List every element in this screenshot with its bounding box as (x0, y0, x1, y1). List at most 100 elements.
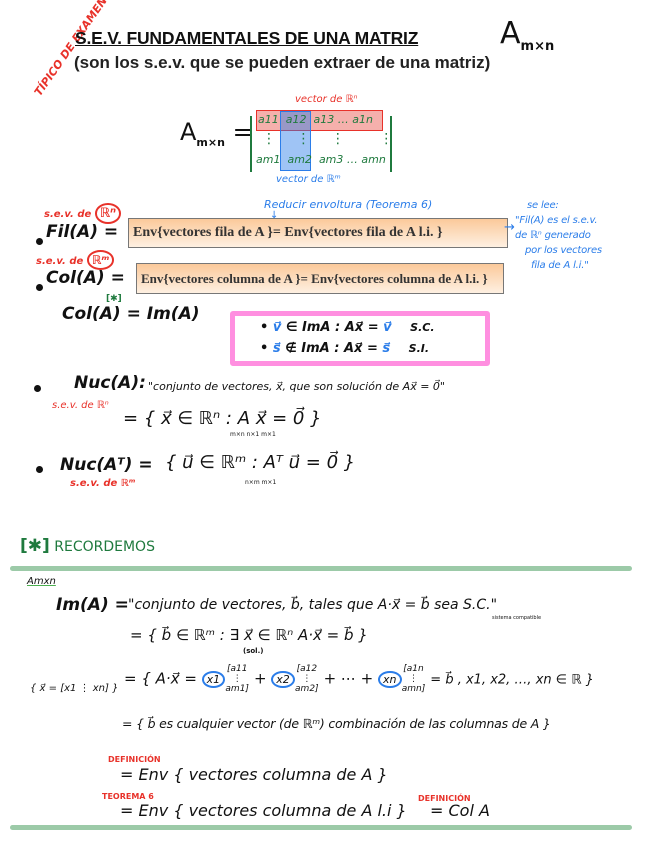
page-subtitle: (son los s.e.v. que se pueden extraer de… (74, 53, 491, 72)
dots: ⋮ (379, 131, 394, 147)
bullet (34, 385, 41, 392)
in-image-line: • v⃗ ∈ ImA : Ax⃗ = v⃗ S.C. (260, 320, 435, 335)
im-line-6: = Env { vectores columna de A l.i } (120, 801, 407, 820)
divider-bottom (10, 825, 632, 830)
coef-x2: x2 (271, 670, 295, 688)
col-sev-text: s.e.v. de (36, 256, 84, 267)
nuc-set: = { x⃗ ∈ ℝⁿ : A x⃗ = 0⃗ } (123, 408, 322, 429)
entry-a13-a1n: a13 … a1n (313, 113, 373, 126)
row-highlight (256, 110, 383, 131)
entry-a12: a12 (285, 113, 307, 126)
fil-definition-box: Env{vectores fila de A }= Env{vectores f… (128, 218, 508, 248)
coef-x1: x1 (201, 670, 226, 688)
dots: ⋮ (262, 131, 276, 147)
matrix-lhs: Am×n = (180, 118, 253, 149)
matrix-row-1: a11 a12 a13 … a1n (258, 113, 373, 126)
col-equals-im: Col(A) = Im(A) (62, 304, 200, 324)
matrix-brackets (250, 116, 392, 172)
fil-space-circled: ℝⁿ (94, 203, 122, 224)
solvability-box (230, 311, 490, 366)
vector-v: v⃗ (272, 320, 282, 335)
im-line-3: = { A·x⃗ = x1[a11 ⋮ am1] + x2[a12 ⋮ am2]… (124, 664, 594, 694)
reading-line: "Fil(A) es el s.e.v. (515, 215, 598, 226)
im-lhs: Im(A) = (56, 595, 129, 615)
recordemos-label: RECORDEMOS (54, 539, 155, 555)
column-1: [a11 ⋮ am1] (225, 664, 249, 694)
divider-top (10, 566, 632, 571)
matrix-row-m: am1 am2 am3 … amn (256, 153, 386, 166)
col-definition-box: Env{vectores columna de A }= Env{vectore… (136, 263, 504, 294)
col-sev-label: s.e.v. de ℝᵐ (36, 250, 115, 270)
column-vector-label: vector de ℝᵐ (276, 174, 341, 185)
fil-sev-text: s.e.v. de (44, 209, 92, 220)
page-title: S.E.V. FUNDAMENTALES DE UNA MATRIZ (75, 28, 419, 48)
matrix-lhs-letter: A (180, 118, 197, 146)
reading-line: de ℝⁿ generado (515, 230, 591, 241)
vector-s: s⃗ (272, 341, 281, 356)
nuc-dimension-subs: m×n n×1 m×1 (230, 431, 276, 438)
sol-note: (sol.) (243, 647, 264, 655)
nuc-sev-label: s.e.v. de ℝⁿ (52, 400, 109, 411)
im-line-2: = { b⃗ ∈ ℝᵐ : ∃ x⃗ ∈ ℝⁿ A·x⃗ = b⃗ } (130, 626, 368, 644)
amxn-note: Amxn (27, 576, 56, 587)
reduce-note: Reducir envoltura (Teorema 6) (264, 198, 433, 211)
entry-a11: a11 (258, 113, 279, 126)
column-2: [a12 ⋮ am2] (295, 664, 319, 694)
not-in-image-text: ∉ ImA : Ax⃗ = (280, 341, 383, 356)
theorem-label: TEOREMA 6 (102, 792, 154, 801)
vector-v: v⃗ (383, 320, 392, 335)
nuct-set: { u⃗ ∈ ℝᵐ : Aᵀ u⃗ = 0⃗ } (165, 452, 356, 473)
nuc-description: "conjunto de vectores, x⃗, que son soluc… (148, 380, 445, 393)
im-description: "conjunto de vectores, b⃗, tales que A·x… (128, 597, 498, 613)
nuc-lhs: Nuc(A): (74, 373, 146, 393)
star-reference: [✱] (106, 294, 122, 304)
col-lhs: Col(A) = (46, 268, 125, 288)
definition-label: DEFINICIÓN (108, 755, 161, 764)
dots: ⋮ (330, 131, 345, 147)
entry-am3-amn: am3 … amn (318, 153, 386, 166)
column-highlight (280, 111, 311, 171)
dots: ⋮ (296, 131, 311, 147)
reading-arrow-icon: → (504, 220, 515, 235)
reading-line: por los vectores (525, 245, 602, 256)
bullet (36, 238, 43, 245)
nuct-dimension-subs: n×m m×1 (245, 479, 277, 486)
row-vector-label: vector de ℝⁿ (295, 94, 358, 105)
coef-xn: xn (378, 670, 402, 688)
reading-line: fila de A l.i." (531, 260, 589, 271)
title-matrix-letter: A (500, 16, 521, 51)
column-n: [a1n ⋮ amn] (401, 664, 426, 694)
x-definition: { x⃗ = [x1 ⋮ xn] } (30, 683, 119, 694)
vector-s: s⃗ (382, 341, 391, 356)
bullet (36, 466, 43, 473)
status-si: S.I. (408, 342, 430, 355)
definition-label-2: DEFINICIÓN (418, 794, 471, 803)
im-line-5: = Env { vectores columna de A } (120, 765, 388, 784)
title-matrix-sub: m×n (520, 39, 555, 54)
sc-note: sistema compatible (492, 615, 542, 621)
matrix-dots: ⋮ ⋮ ⋮ ⋮ (262, 131, 393, 147)
entry-am1: am1 (256, 153, 281, 166)
reduce-arrow-icon: ↓ (270, 210, 279, 221)
nuct-lhs: Nuc(Aᵀ) = (60, 455, 153, 475)
entry-am2: am2 (287, 153, 312, 166)
im-line-6-end: = Col A (430, 801, 490, 820)
ax-equals: = { A·x⃗ = (124, 669, 197, 688)
exam-stamp: TÍPICO DE EXAMEN (31, 0, 110, 99)
nuct-sev-label: s.e.v. de ℝᵐ (70, 478, 136, 489)
fil-reading-note: se lee: "Fil(A) es el s.e.v. de ℝⁿ gener… (515, 198, 602, 273)
reading-line: se lee: (527, 200, 559, 211)
fil-sev-label: s.e.v. de ℝⁿ (44, 203, 122, 224)
line3-end: = b⃗ , x1, x2, …, xn ∈ ℝ } (430, 672, 594, 688)
title-matrix: Am×n (500, 16, 554, 54)
status-sc: S.C. (410, 321, 435, 334)
fil-lhs: Fil(A) = (46, 222, 119, 242)
matrix-lhs-sub: m×n (196, 135, 225, 149)
star-icon: [✱] (20, 536, 50, 556)
im-line-4: = { b⃗ es cualquier vector (de ℝᵐ) combi… (122, 716, 551, 731)
col-space-circled: ℝᵐ (86, 250, 115, 270)
in-image-text: ∈ ImA : Ax⃗ = (281, 320, 384, 335)
not-in-image-line: • s⃗ ∉ ImA : Ax⃗ = s⃗ S.I. (260, 341, 430, 356)
recordemos-header: [✱] RECORDEMOS (20, 536, 155, 556)
bullet (36, 284, 43, 291)
